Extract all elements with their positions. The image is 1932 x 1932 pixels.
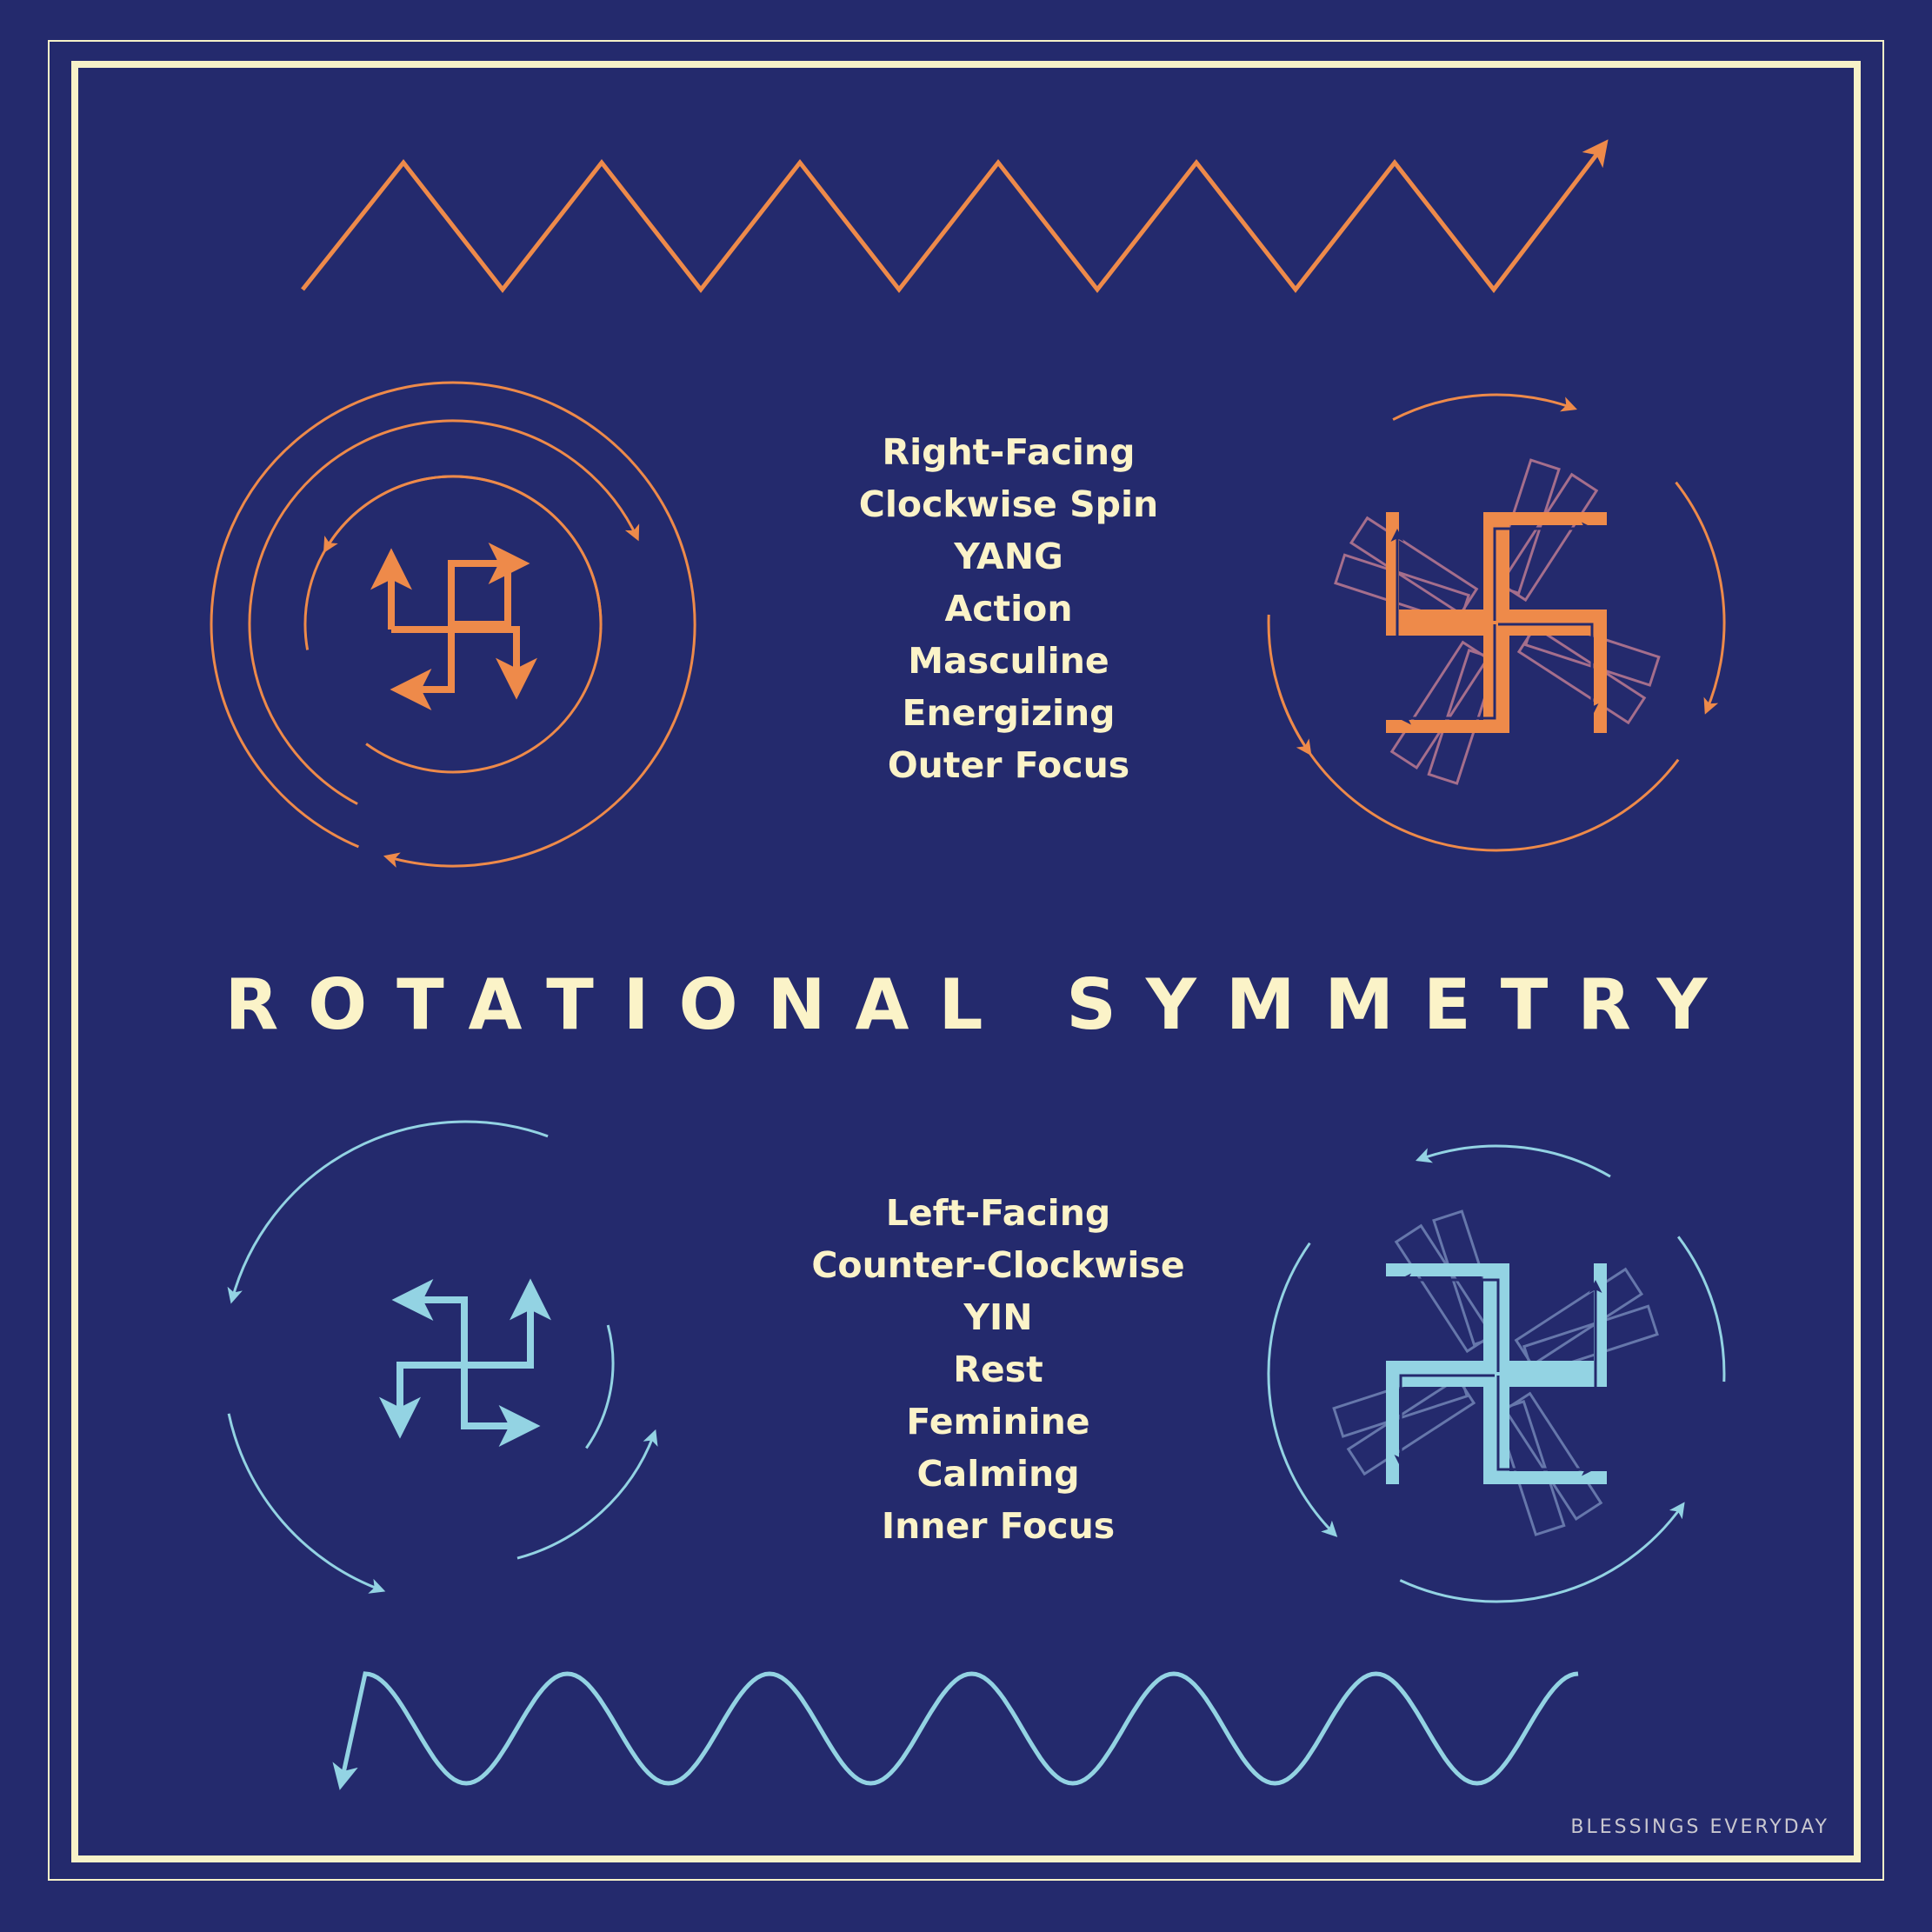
- yin-swastika-icon: [1386, 1263, 1607, 1484]
- yin-spin-arc-left: [1267, 1242, 1338, 1537]
- yin-line: Inner Focus: [882, 1505, 1115, 1547]
- yin-spin-arc-bottom: [1399, 1502, 1685, 1603]
- yang-line: Action: [944, 588, 1072, 630]
- yin-circle-group: [227, 1120, 658, 1594]
- yang-arrow-cross-icon: [370, 543, 537, 710]
- yang-line: Outer Focus: [888, 744, 1129, 786]
- yin-arrow-cross-icon: [379, 1278, 551, 1447]
- yang-spin-arc-right: [1675, 481, 1726, 715]
- yin-spin-arc-right: [1677, 1236, 1726, 1382]
- yang-qualities: Right-Facing Clockwise Spin YANG Action …: [859, 431, 1158, 786]
- yang-line: YANG: [953, 536, 1063, 577]
- yang-line: Clockwise Spin: [859, 483, 1158, 525]
- yin-line: Counter-Clockwise: [811, 1244, 1184, 1286]
- yin-inner-arc-lower: [516, 1429, 658, 1560]
- ghost-bar-outline: [1516, 624, 1647, 725]
- yang-spin-arc-top: [1392, 393, 1577, 421]
- ghost-bar-outline: [1346, 1376, 1476, 1476]
- yin-spin-emblem: [1267, 1144, 1726, 1603]
- yang-line: Energizing: [902, 692, 1115, 734]
- yang-spin-emblem: [1267, 393, 1726, 852]
- yin-line: Calming: [916, 1453, 1079, 1495]
- yin-line: Feminine: [906, 1401, 1089, 1442]
- yin-qualities: Left-Facing Counter-Clockwise YIN Rest F…: [811, 1192, 1184, 1547]
- outer-frame: [48, 40, 1884, 1881]
- yang-line: Right-Facing: [883, 431, 1136, 473]
- yin-line: YIN: [963, 1296, 1032, 1338]
- ghost-bar-outline: [1389, 640, 1490, 770]
- yang-spin-arc-bottom: [1278, 692, 1680, 852]
- yin-sine-arrow: [332, 1671, 1579, 1790]
- yang-spin-arc-left: [1267, 614, 1312, 756]
- ghost-bar-outline: [1349, 516, 1479, 616]
- yang-zigzag-arrow: [301, 139, 1609, 294]
- ghost-bar-outline: [1514, 1267, 1644, 1368]
- yin-line: Rest: [953, 1349, 1043, 1390]
- yang-outer-arc: [210, 381, 693, 849]
- yin-spin-arc-top: [1416, 1144, 1611, 1178]
- yin-inner-arc: [585, 1324, 615, 1449]
- yang-middle-arc-lower: [383, 582, 696, 868]
- inner-frame: [71, 61, 1861, 1862]
- brand-mark: BLESSINGS EVERYDAY: [1570, 1816, 1829, 1838]
- yang-swastika-icon: [1386, 512, 1607, 733]
- yang-middle-arc: [248, 419, 640, 805]
- ghost-bar-outline: [1502, 1391, 1603, 1522]
- page-title: ROTATIONAL SYMMETRY: [225, 964, 1737, 1045]
- yin-outer-arc: [227, 1120, 549, 1304]
- yang-inner-arc-lower: [323, 475, 603, 774]
- yin-line: Left-Facing: [886, 1192, 1111, 1234]
- yang-line: Masculine: [908, 640, 1109, 682]
- yang-circle-group: [210, 381, 696, 868]
- yin-outer-arc-lower: [227, 1413, 386, 1594]
